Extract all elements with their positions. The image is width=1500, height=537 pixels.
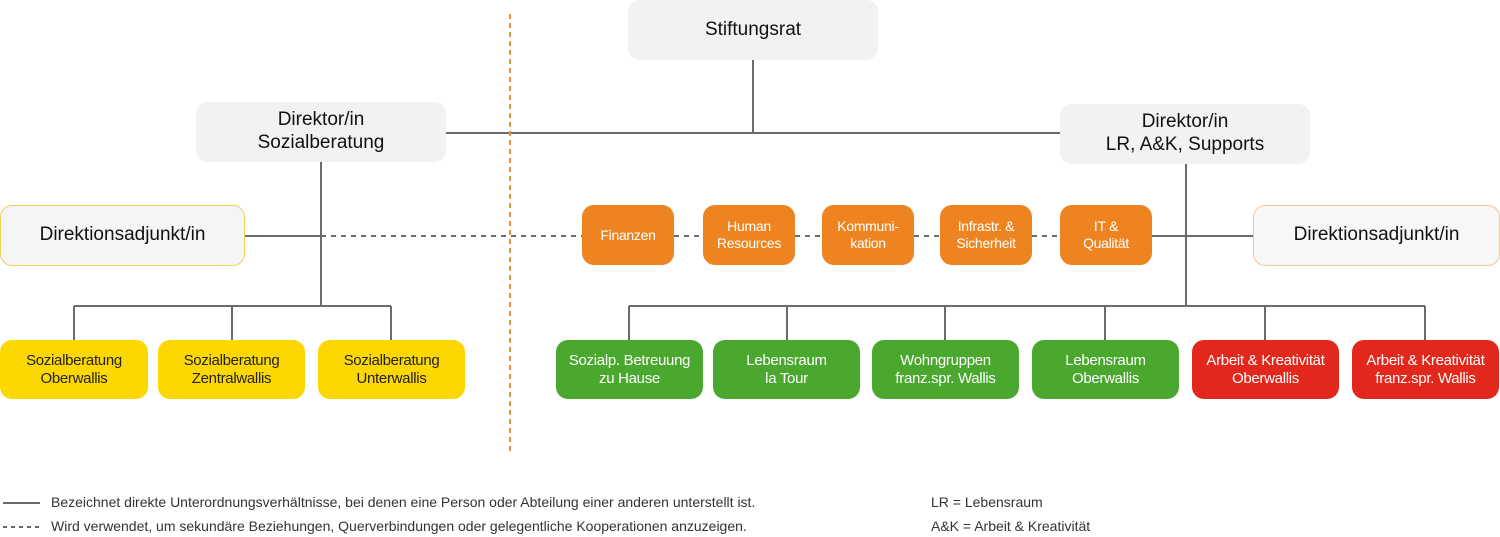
node-infrastruktur: Infrastr. &Sicherheit <box>940 205 1032 265</box>
legend-dashed-text: Wird verwendet, um sekundäre Beziehungen… <box>51 518 747 534</box>
node-label: Lebensraum <box>1065 351 1146 369</box>
legend-solid-text: Bezeichnet direkte Unterordnungsverhältn… <box>51 494 756 510</box>
node-deputy-left: Direktionsadjunkt/in <box>0 205 245 266</box>
node-label: Lebensraum <box>746 351 827 369</box>
node-label: Zentralwallis <box>191 369 272 387</box>
node-label: Direktionsadjunkt/in <box>39 224 206 246</box>
node-label: Unterwallis <box>356 369 427 387</box>
node-label: Resources <box>716 235 782 251</box>
node-label: Sozialp. Betreuung <box>568 351 691 369</box>
node-label: franz.spr. Wallis <box>1375 369 1476 387</box>
node-label: zu Hause <box>599 369 660 387</box>
node-label: Stiftungsrat <box>704 18 802 40</box>
node-label: Arbeit & Kreativität <box>1206 351 1325 369</box>
node-label: Sicherheit <box>956 235 1016 251</box>
node-label: kation <box>850 235 886 251</box>
node-label: LR, A&K, Supports <box>1105 134 1265 155</box>
node-label: Direktor/in <box>277 109 365 131</box>
node-label: Wohngruppen <box>900 351 991 369</box>
node-stiftungsrat: Stiftungsrat <box>628 0 878 60</box>
node-label: Qualität <box>1083 235 1129 251</box>
node-label: Sozialberatung <box>26 351 122 369</box>
node-kommunikation: Kommuni-kation <box>822 205 914 265</box>
node-label: Sozialberatung <box>343 351 440 369</box>
node-label: Finanzen <box>600 226 656 243</box>
node-label: franz.spr. Wallis <box>895 369 996 387</box>
node-label: Sozialberatung <box>183 351 280 369</box>
node-finanzen: Finanzen <box>582 205 674 265</box>
node-label: IT & <box>1093 218 1119 235</box>
node-deputy-right: Direktionsadjunkt/in <box>1253 205 1500 266</box>
node-label: Direktionsadjunkt/in <box>1293 224 1460 246</box>
node-label: Direktor/in <box>1141 111 1229 133</box>
node-label: Oberwallis <box>40 369 108 387</box>
node-label: Kommuni- <box>837 218 899 235</box>
node-label: Human <box>727 218 771 235</box>
node-label: la Tour <box>765 369 808 387</box>
legend-abbr-lr: LR = Lebensraum <box>931 494 1043 510</box>
node-label: Oberwallis <box>1071 369 1140 387</box>
legend-abbr-ak: A&K = Arbeit & Kreativität <box>931 518 1091 534</box>
node-label: Oberwallis <box>1231 369 1300 387</box>
node-it-qualitaet: IT &Qualität <box>1060 205 1152 265</box>
node-label: Sozialberatung <box>257 132 385 153</box>
node-label: Arbeit & Kreativität <box>1366 351 1485 369</box>
node-label: Infrastr. & <box>957 218 1015 235</box>
